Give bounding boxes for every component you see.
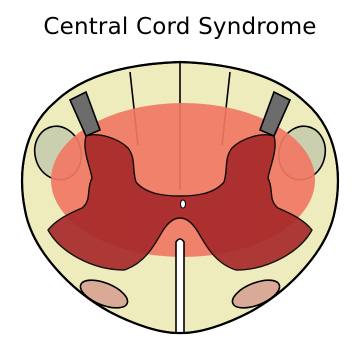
ventral-median-fissure xyxy=(176,239,184,338)
central-canal xyxy=(181,200,186,208)
